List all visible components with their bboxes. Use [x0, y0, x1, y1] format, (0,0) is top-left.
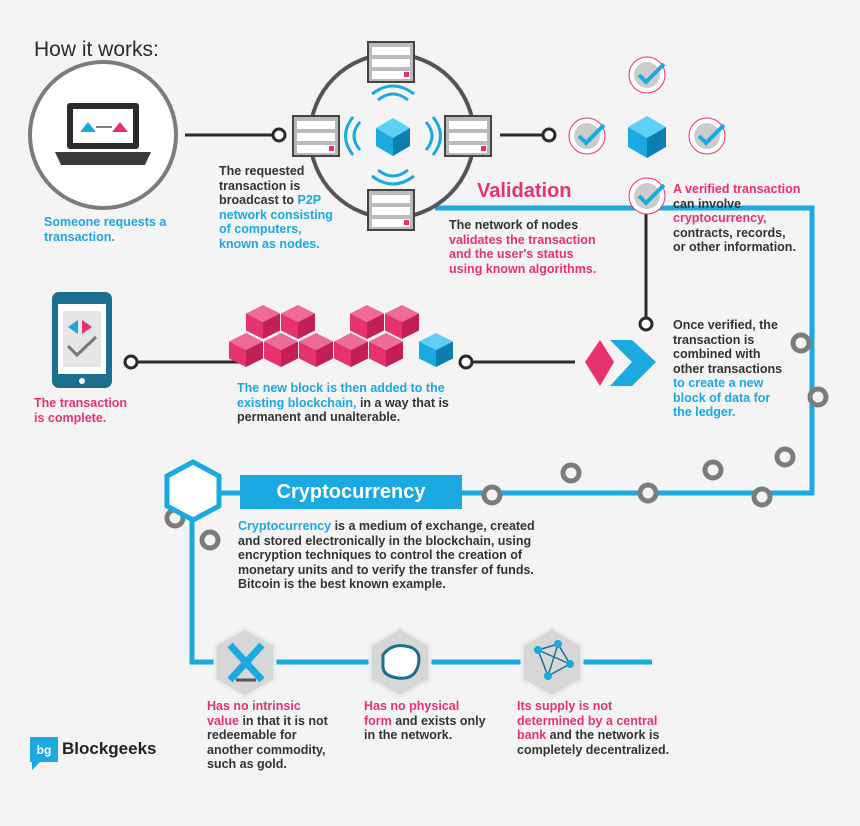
chain-cube	[334, 341, 351, 367]
signal-icon	[344, 84, 442, 186]
verified-caption: A verified transaction can involve crypt…	[673, 182, 801, 254]
chain-cube	[281, 341, 298, 367]
cross-pickaxe-icon	[213, 626, 277, 699]
blockchain-icon	[229, 305, 453, 367]
hexagon-icon	[164, 459, 222, 523]
page-title: How it works:	[34, 38, 159, 61]
chain-cube	[316, 341, 333, 367]
cryptocurrency-heading: Cryptocurrency	[240, 475, 462, 509]
feature-no-form: Has no physical form and exists only in …	[364, 699, 486, 742]
chevron-icon	[585, 340, 656, 386]
laptop-icon	[28, 60, 178, 210]
cube-icon	[376, 118, 410, 156]
chain-cube	[367, 313, 384, 339]
request-caption: Someone requests a transaction.	[44, 215, 167, 244]
chain-cube	[350, 313, 367, 339]
chain-cube	[402, 313, 419, 339]
blockgeeks-logo-icon: bg	[30, 737, 58, 770]
added-caption: The new block is then added to the exist…	[237, 381, 449, 424]
validation-caption: The network of nodes validates the trans…	[449, 218, 597, 276]
validation-title: Validation	[477, 180, 572, 202]
chain-cube	[436, 341, 453, 367]
broadcast-caption: The requested transaction is broadcast t…	[219, 164, 333, 251]
feature-decentralized: Its supply is not determined by a centra…	[517, 699, 670, 757]
cube-icon	[628, 116, 666, 158]
chain-cube	[299, 341, 316, 367]
cryptocurrency-description: Cryptocurrency is a medium of exchange, …	[238, 519, 535, 591]
chain-cube	[263, 313, 280, 339]
phone-icon	[52, 292, 112, 388]
chain-cube	[385, 313, 402, 339]
combined-caption: Once verified, the transaction is combin…	[673, 318, 783, 419]
chain-cube	[281, 313, 298, 339]
complete-caption: The transaction is complete.	[34, 396, 128, 425]
brand-name: Blockgeeks	[62, 739, 157, 758]
network-icon	[520, 626, 584, 699]
chain-cube	[246, 341, 263, 367]
svg-text:bg: bg	[37, 743, 52, 757]
chain-cube	[369, 341, 386, 367]
check-icon	[568, 56, 726, 215]
server-icon	[292, 41, 492, 231]
blue-path-upper	[435, 205, 815, 496]
feature-no-value: Has no intrinsic value in that it is not…	[207, 699, 328, 771]
chain-cube	[419, 341, 436, 367]
map-blob-icon	[368, 626, 432, 699]
chain-cube	[264, 341, 281, 367]
chain-cube	[298, 313, 315, 339]
chain-cube	[229, 341, 246, 367]
chain-cube	[246, 313, 263, 339]
chain-cube	[386, 341, 403, 367]
chain-cube	[351, 341, 368, 367]
